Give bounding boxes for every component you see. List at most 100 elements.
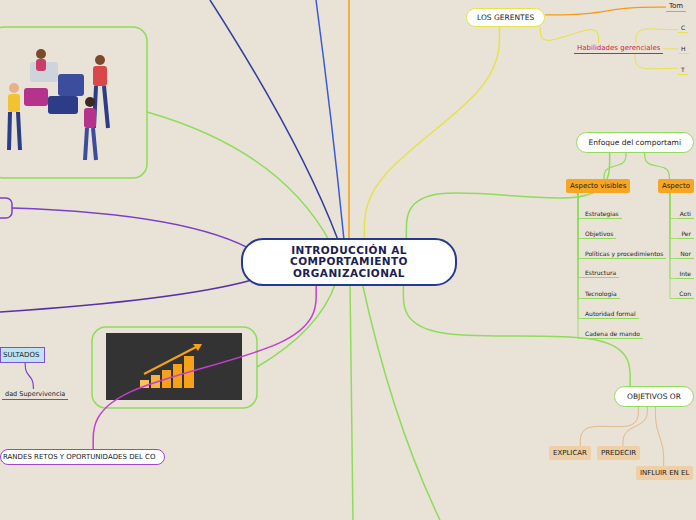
- person-legs: [94, 86, 108, 128]
- node-text: Aspecto: [662, 182, 690, 190]
- node-text: Tecnología: [585, 290, 617, 297]
- main-topic: Enfoque del comportami: [576, 132, 694, 153]
- offpage-box: [0, 198, 12, 218]
- person-head: [9, 83, 19, 93]
- node-text: C: [681, 24, 685, 31]
- subtopic-box: SULTADOS: [0, 347, 45, 363]
- branch-line: [348, 0, 350, 240]
- branch-line: [210, 0, 338, 240]
- subtopic: Habilidades gerenciales: [574, 43, 663, 54]
- person-head: [85, 97, 95, 107]
- branch-connector: [545, 7, 666, 15]
- list-item: Cadena de mando: [582, 329, 643, 339]
- growth-chart-image: [92, 327, 257, 408]
- branch-connector: [604, 153, 626, 179]
- image-frame: [92, 327, 257, 408]
- node-text: Autoridad formal: [585, 310, 636, 317]
- node-text: Tom: [669, 2, 683, 10]
- person-head: [36, 49, 46, 59]
- branch-line: [12, 208, 262, 256]
- subtopic: H: [678, 44, 689, 54]
- node-text: Acti: [680, 210, 691, 217]
- branch-connector: [670, 193, 677, 259]
- node-text: Nor: [680, 250, 691, 257]
- branch-connector: [663, 48, 678, 49]
- off-page-branches: [0, 0, 440, 520]
- node-text: Aspecto visibles: [570, 182, 626, 190]
- node-text: Estructura: [585, 269, 616, 276]
- branch-connector: [623, 407, 647, 446]
- node-text: OBJETIVOS OR: [627, 392, 681, 401]
- subtopic: Tom: [666, 1, 686, 12]
- branch-connector: [93, 286, 316, 449]
- branch-connector: [670, 193, 679, 239]
- branch-connector: [670, 193, 676, 279]
- person-body: [36, 59, 46, 71]
- branch-connector: [25, 363, 33, 389]
- node-text: Estrategias: [585, 210, 619, 217]
- node-text: H: [681, 45, 686, 52]
- node-text: PREDECIR: [601, 449, 636, 457]
- list-item: Per: [678, 229, 694, 239]
- list-item: Autoridad formal: [582, 309, 639, 319]
- branch-connector: [364, 27, 499, 238]
- subtopic-box: PREDECIR: [597, 446, 640, 460]
- person-legs: [9, 112, 20, 150]
- branch-connector: [655, 407, 663, 466]
- subtopic: C: [678, 23, 688, 33]
- list-item: Con: [676, 289, 694, 299]
- person-body: [84, 108, 96, 128]
- puzzle-piece: [48, 96, 78, 114]
- node-text: INTRODUCCIÓN AL COMPORTAMIENTO ORGANIZAC…: [279, 245, 419, 279]
- node-text: LOS GERENTES: [477, 13, 534, 22]
- branch-line: [350, 282, 353, 520]
- node-text: Objetivos: [585, 230, 613, 237]
- person-body: [8, 94, 20, 112]
- subtopic-box: Aspecto visibles: [566, 179, 630, 193]
- node-text: EXPLICAR: [553, 449, 587, 457]
- person-head: [95, 55, 105, 65]
- subtopic: dad Supervivencia: [2, 389, 68, 400]
- subtopic-box: EXPLICAR: [549, 446, 591, 460]
- list-item: Inte: [676, 269, 694, 279]
- list-item: Estructura: [582, 268, 619, 278]
- person-legs: [85, 128, 96, 160]
- branch-connector: [645, 153, 670, 179]
- central-topic: INTRODUCCIÓN AL COMPORTAMIENTO ORGANIZAC…: [241, 238, 457, 286]
- node-text: Enfoque del comportami: [589, 138, 681, 147]
- main-topic: RANDES RETOS Y OPORTUNIDADES DEL CO: [0, 449, 165, 465]
- puzzle-piece: [58, 74, 84, 96]
- subtopic-box: Aspecto: [658, 179, 694, 193]
- list-item: Tecnología: [582, 289, 620, 299]
- node-text: dad Supervivencia: [5, 390, 65, 398]
- node-text: T: [681, 66, 685, 73]
- person-body: [93, 66, 107, 86]
- branch-connector: [670, 193, 676, 299]
- node-text: RANDES RETOS Y OPORTUNIDADES DEL CO: [3, 453, 156, 461]
- branch-line: [147, 112, 330, 242]
- branch-line: [362, 282, 440, 520]
- subtopic-box: INFLUIR EN EL: [636, 466, 693, 480]
- list-item: Estrategias: [582, 209, 622, 219]
- branch-connector: [636, 29, 678, 43]
- branch-line: [316, 0, 344, 240]
- branch-connector: [540, 27, 598, 43]
- trend-arrowhead: [193, 344, 202, 351]
- branch-connector: [670, 193, 677, 219]
- branch-connector: [406, 153, 609, 238]
- branch-connector: [580, 407, 638, 446]
- main-topic: OBJETIVOS OR: [614, 386, 694, 407]
- list-item: Nor: [677, 249, 694, 259]
- node-text: Cadena de mando: [585, 330, 640, 337]
- main-topic: LOS GERENTES: [466, 8, 545, 27]
- node-text: Políticas y procedimientos: [585, 250, 663, 257]
- node-text: Con: [679, 290, 691, 297]
- chart-background: [106, 333, 242, 400]
- node-text: Per: [681, 230, 691, 237]
- node-text: SULTADOS: [3, 351, 39, 359]
- list-item: Objetivos: [582, 229, 616, 239]
- trend-arrow: [144, 346, 198, 374]
- subtopic: T: [678, 65, 688, 75]
